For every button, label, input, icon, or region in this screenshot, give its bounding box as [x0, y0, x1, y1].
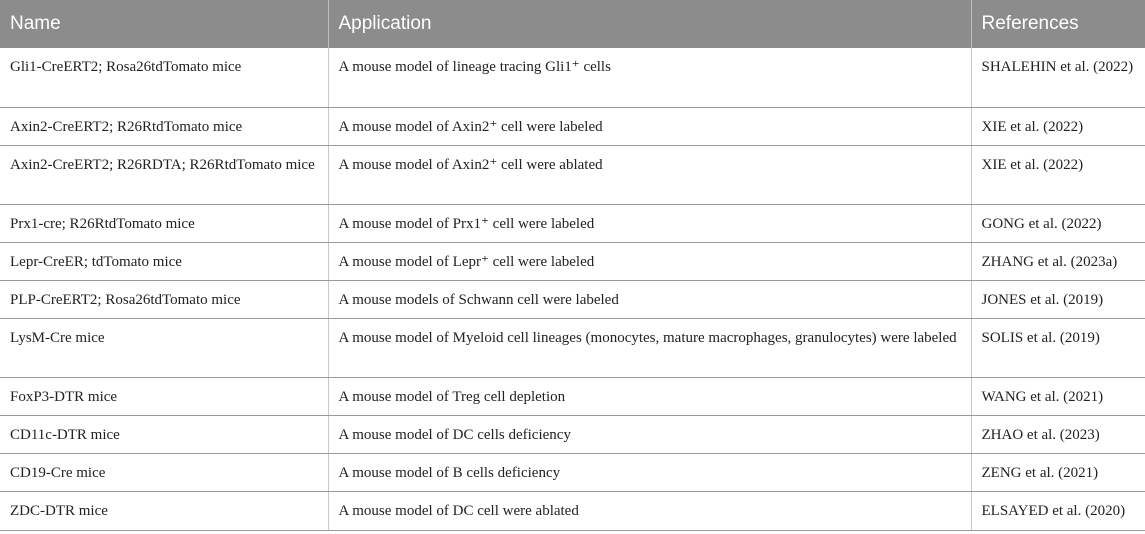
table-body: Gli1-CreERT2; Rosa26tdTomato mice A mous… — [0, 48, 1145, 531]
cell-application: A mouse model of lineage tracing Gli1⁺ c… — [328, 48, 972, 108]
cell-application: A mouse model of DC cell were ablated — [328, 491, 972, 531]
cell-application: A mouse model of Axin2⁺ cell were labele… — [328, 107, 972, 146]
table-header: Name Application References — [0, 0, 1145, 48]
table-row: PLP-CreERT2; Rosa26tdTomato mice A mouse… — [0, 280, 1145, 319]
table-row: Axin2-CreERT2; R26RDTA; R26RtdTomato mic… — [0, 145, 1145, 205]
cell-reference: WANG et al. (2021) — [971, 377, 1145, 416]
cell-reference: XIE et al. (2022) — [971, 107, 1145, 146]
table-row: Axin2-CreERT2; R26RtdTomato mice A mouse… — [0, 107, 1145, 146]
cell-name: Axin2-CreERT2; R26RDTA; R26RtdTomato mic… — [0, 145, 329, 205]
table-row: FoxP3-DTR mice A mouse model of Treg cel… — [0, 377, 1145, 416]
cell-name: CD19-Cre mice — [0, 453, 329, 492]
cell-name: PLP-CreERT2; Rosa26tdTomato mice — [0, 280, 329, 319]
table-row: CD11c-DTR mice A mouse model of DC cells… — [0, 415, 1145, 454]
cell-reference: ZHAO et al. (2023) — [971, 415, 1145, 454]
cell-reference: SOLIS et al. (2019) — [971, 318, 1145, 378]
cell-application: A mouse model of Myeloid cell lineages (… — [328, 318, 972, 378]
header-row: Name Application References — [0, 0, 1145, 48]
cell-reference: ELSAYED et al. (2020) — [971, 491, 1145, 531]
column-header-application: Application — [328, 0, 972, 48]
table-row: ZDC-DTR mice A mouse model of DC cell we… — [0, 491, 1145, 531]
table-row: Lepr-CreER; tdTomato mice A mouse model … — [0, 242, 1145, 281]
table-row: Gli1-CreERT2; Rosa26tdTomato mice A mous… — [0, 48, 1145, 108]
cell-application: A mouse model of Prx1⁺ cell were labeled — [328, 204, 972, 243]
column-header-references: References — [971, 0, 1145, 48]
cell-name: Prx1-cre; R26RtdTomato mice — [0, 204, 329, 243]
cell-name: Axin2-CreERT2; R26RtdTomato mice — [0, 107, 329, 146]
cell-reference: ZENG et al. (2021) — [971, 453, 1145, 492]
cell-reference: GONG et al. (2022) — [971, 204, 1145, 243]
cell-application: A mouse model of Axin2⁺ cell were ablate… — [328, 145, 972, 205]
table-row: LysM-Cre mice A mouse model of Myeloid c… — [0, 318, 1145, 378]
cell-application: A mouse models of Schwann cell were labe… — [328, 280, 972, 319]
cell-name: FoxP3-DTR mice — [0, 377, 329, 416]
cell-name: CD11c-DTR mice — [0, 415, 329, 454]
cell-name: Lepr-CreER; tdTomato mice — [0, 242, 329, 281]
cell-reference: JONES et al. (2019) — [971, 280, 1145, 319]
cell-reference: ZHANG et al. (2023a) — [971, 242, 1145, 281]
table-row: Prx1-cre; R26RtdTomato mice A mouse mode… — [0, 204, 1145, 243]
cell-application: A mouse model of B cells deficiency — [328, 453, 972, 492]
cell-name: Gli1-CreERT2; Rosa26tdTomato mice — [0, 48, 329, 108]
table-row: CD19-Cre mice A mouse model of B cells d… — [0, 453, 1145, 492]
cell-application: A mouse model of Lepr⁺ cell were labeled — [328, 242, 972, 281]
cell-reference: SHALEHIN et al. (2022) — [971, 48, 1145, 108]
cell-application: A mouse model of DC cells deficiency — [328, 415, 972, 454]
cell-application: A mouse model of Treg cell depletion — [328, 377, 972, 416]
column-header-name: Name — [0, 0, 329, 48]
cell-name: ZDC-DTR mice — [0, 491, 329, 531]
cell-name: LysM-Cre mice — [0, 318, 329, 378]
cell-reference: XIE et al. (2022) — [971, 145, 1145, 205]
